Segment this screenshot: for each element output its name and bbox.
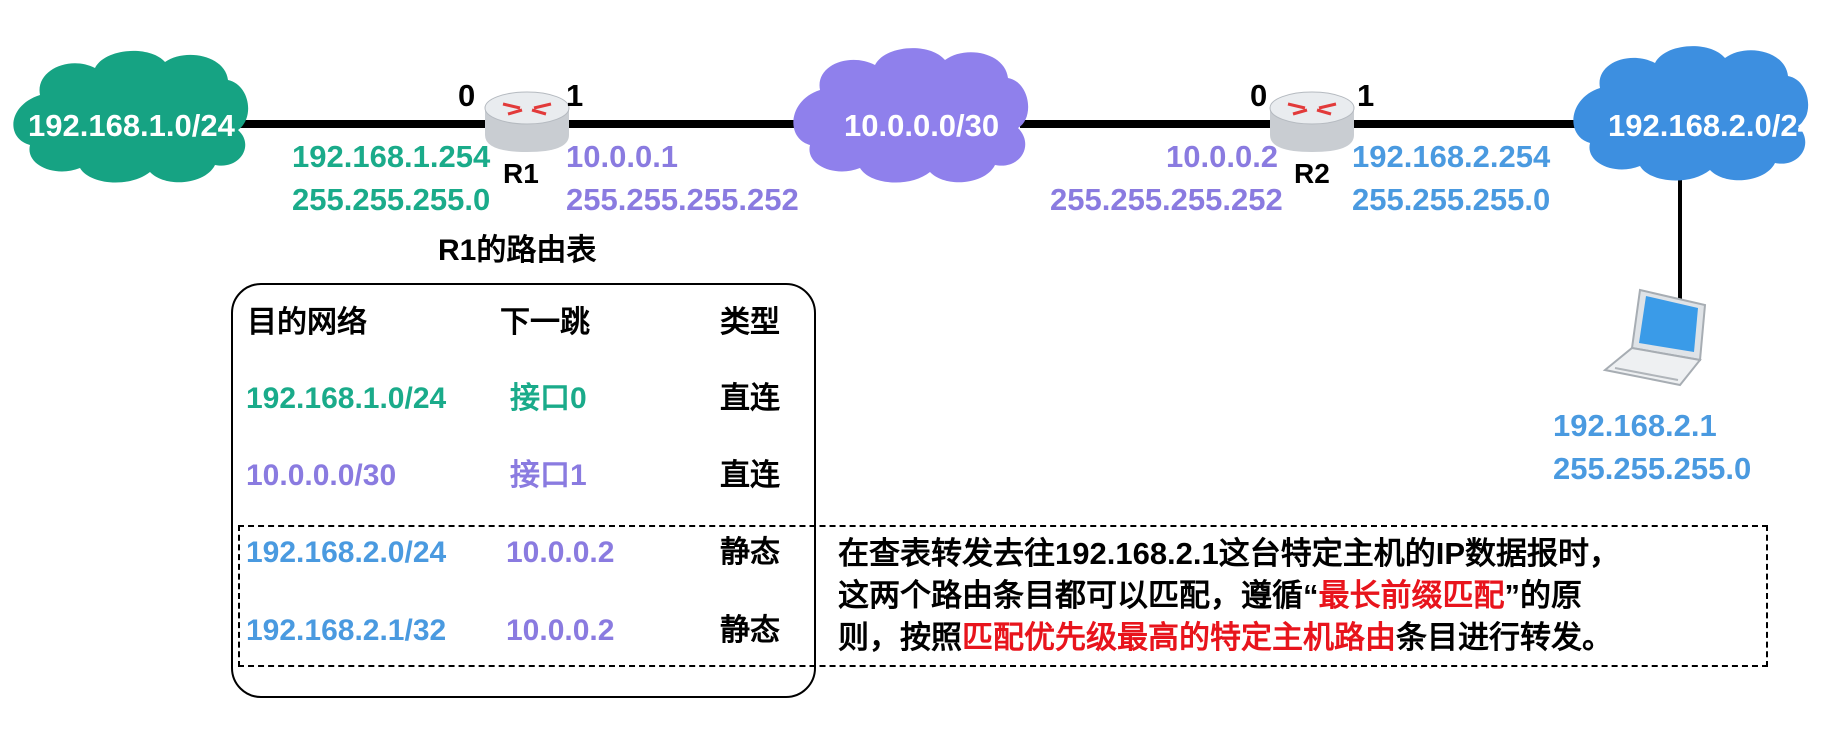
table-row-2-dest: 10.0.0.0/30	[246, 459, 397, 492]
routing-table-title: R1的路由表	[438, 234, 597, 267]
note-line-3: 则，按照匹配优先级最高的特定主机路由条目进行转发。	[838, 620, 1613, 655]
cloud-network-middle	[793, 48, 1029, 183]
explanation-note: 在查表转发去往192.168.2.1这台特定主机的IP数据报时， 这两个路由条目…	[838, 533, 1620, 659]
r1-if0-mask: 255.255.255.0	[292, 182, 491, 217]
r2-port0-label: 0	[1250, 78, 1268, 113]
r2-port1-label: 1	[1357, 78, 1375, 113]
r2-if0-mask: 255.255.255.252	[1050, 182, 1283, 217]
cloud-network-right	[1573, 46, 1809, 181]
table-header-type: 类型	[720, 306, 780, 339]
table-row-4-dest: 192.168.2.1/32	[246, 614, 447, 647]
network-right-label: 192.168.2.0/24	[1608, 108, 1815, 143]
r1-name-label: R1	[503, 158, 539, 189]
laptop-host-icon	[1602, 288, 1707, 387]
routing-table	[231, 283, 816, 698]
table-row-4-next-hop: 10.0.0.2	[506, 614, 615, 647]
r2-if1-mask: 255.255.255.0	[1352, 182, 1551, 217]
table-row-3-next-hop: 10.0.0.2	[506, 536, 615, 569]
table-row-2-next-hop: 接口1	[510, 459, 587, 492]
table-row-2-type: 直连	[720, 459, 780, 492]
table-header-next-hop: 下一跳	[500, 306, 590, 339]
network-left-label: 192.168.1.0/24	[28, 108, 235, 143]
table-row-3-dest: 192.168.2.0/24	[246, 536, 447, 569]
highlight-dashed-box	[238, 525, 1768, 667]
note-line-2: 这两个路由条目都可以匹配，遵循“最长前缀匹配”的原	[838, 578, 1582, 613]
network-middle-label: 10.0.0.0/30	[844, 108, 1000, 143]
note-highlight-host-route: 匹配优先级最高的特定主机路由	[962, 620, 1396, 655]
table-row-4-type: 静态	[720, 614, 780, 647]
host-mask: 255.255.255.0	[1553, 451, 1752, 486]
r1-if0-ip: 192.168.1.254	[292, 139, 491, 174]
router-r2-icon	[1269, 91, 1355, 152]
router-r1-icon	[484, 91, 570, 152]
r1-port1-label: 1	[566, 78, 584, 113]
table-row-3-type: 静态	[720, 536, 780, 569]
r1-port0-label: 0	[458, 78, 476, 113]
note-highlight-longest-prefix: 最长前缀匹配	[1318, 578, 1505, 613]
host-ip: 192.168.2.1	[1553, 408, 1717, 443]
note-line-1: 在查表转发去往192.168.2.1这台特定主机的IP数据报时，	[838, 536, 1621, 571]
r2-name-label: R2	[1294, 158, 1330, 189]
r2-if1-ip: 192.168.2.254	[1352, 139, 1551, 174]
table-row-1-next-hop: 接口0	[510, 382, 587, 415]
table-header-dest: 目的网络	[247, 306, 367, 339]
cloud-network-left	[13, 50, 249, 183]
r2-if0-ip: 10.0.0.2	[1166, 139, 1279, 174]
r1-if1-ip: 10.0.0.1	[566, 139, 679, 174]
table-row-1-type: 直连	[720, 382, 780, 415]
table-row-1-dest: 192.168.1.0/24	[246, 382, 447, 415]
r1-if1-mask: 255.255.255.252	[566, 182, 799, 217]
